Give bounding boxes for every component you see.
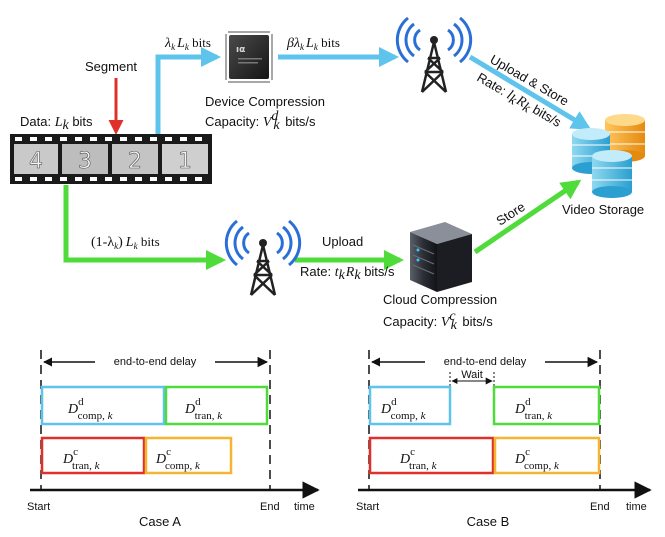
e2e-label-a: end-to-end delay: [114, 356, 197, 368]
cloud-path-label: (1-λk)Lk bits: [91, 234, 160, 251]
end-label-a: End: [260, 501, 280, 513]
time-label-a: time: [294, 501, 315, 513]
device-path-line: [155, 47, 221, 137]
cloud-comp-bar-a: [144, 436, 233, 475]
film-frame-2: 2: [128, 149, 142, 174]
time-label-b: time: [626, 501, 647, 513]
device-comp-bar-a: [40, 385, 166, 426]
e2e-label-b: end-to-end delay: [444, 356, 527, 368]
film-strip: 4 3 2 1: [10, 134, 212, 184]
film-frame-1: 1: [178, 149, 192, 174]
chip-icon: ıα: [225, 31, 273, 83]
film-frame-4: 4: [29, 149, 43, 174]
data-label: Data: Lk bits: [20, 114, 93, 133]
cloud-comp-bar-b: [493, 436, 601, 475]
device-tran-bar-a: [164, 385, 269, 426]
cloud-tran-bar-b: [368, 436, 495, 475]
segment-label: Segment: [85, 59, 137, 74]
wait-label: Wait: [461, 369, 483, 381]
antenna-icon-upper: [395, 16, 473, 93]
server-icon: [410, 222, 472, 292]
case-b-label: Case B: [467, 514, 510, 529]
upload-label: Upload: [322, 234, 363, 249]
cloud-tran-bar-a: [40, 436, 146, 475]
cloud-compression-title: Cloud Compression: [383, 292, 497, 307]
antenna-to-storage-blue-line: [468, 54, 592, 131]
end-label-b: End: [590, 501, 610, 513]
case-a-label: Case A: [139, 514, 181, 529]
svg-text:ıα: ıα: [236, 45, 245, 55]
rate-label-lower: Rate: tkRk bits/s: [300, 264, 395, 283]
device-comp-bar-b: [368, 385, 452, 426]
start-label-b: Start: [356, 501, 379, 513]
device-compression-title: Device Compression: [205, 94, 325, 109]
cloud-to-storage-green-line: [473, 179, 582, 255]
start-label-a: Start: [27, 501, 50, 513]
store-label: Store: [493, 199, 527, 229]
film-frame-3: 3: [78, 149, 92, 174]
device-tran-bar-b: [492, 385, 601, 426]
cloud-path-line: [63, 185, 226, 270]
database-icon: [572, 114, 645, 198]
video-storage-label: Video Storage: [562, 202, 644, 217]
antenna-icon-lower: [224, 219, 302, 296]
